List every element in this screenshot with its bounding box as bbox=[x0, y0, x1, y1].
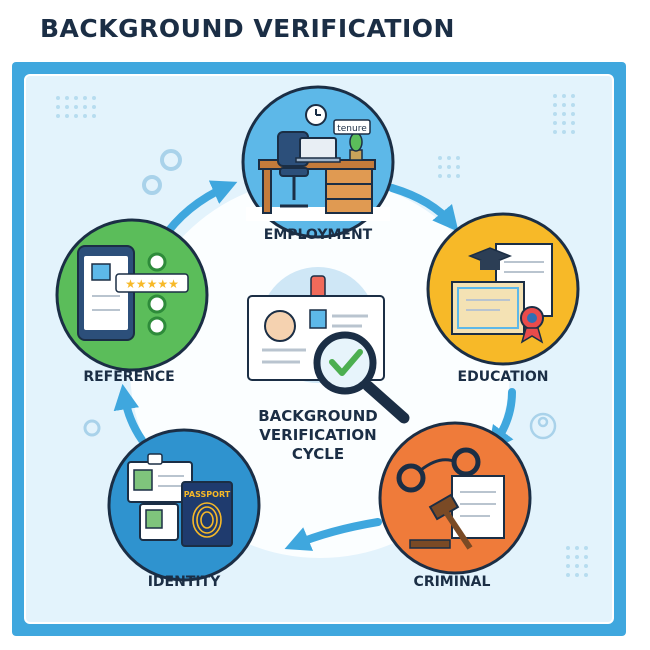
decorative-dot bbox=[553, 112, 557, 116]
criminal-label: CRIMINAL bbox=[414, 574, 491, 590]
passport-text: PASSPORT bbox=[184, 490, 231, 499]
decorative-dot bbox=[83, 114, 87, 118]
decorative-dot bbox=[566, 555, 570, 559]
phone-icon bbox=[77, 245, 135, 341]
badge-icon bbox=[529, 412, 557, 440]
decorative-dot bbox=[74, 96, 78, 100]
decorative-dot bbox=[571, 103, 575, 107]
handcuffs-icon bbox=[396, 447, 481, 493]
decorative-dot bbox=[562, 121, 566, 125]
decorative-dot bbox=[74, 114, 78, 118]
education-label: EDUCATION bbox=[458, 369, 549, 385]
stage-identity: PASSPORT IDENTITY bbox=[107, 428, 261, 590]
decorative-dot bbox=[575, 546, 579, 550]
tenure-tag-text: tenure bbox=[337, 124, 367, 134]
decorative-dot bbox=[553, 130, 557, 134]
decorative-dot bbox=[566, 546, 570, 550]
decorative-dot bbox=[562, 103, 566, 107]
decorative-dot bbox=[456, 174, 460, 178]
decorative-dot bbox=[562, 130, 566, 134]
decorative-dot bbox=[438, 156, 442, 160]
decorative-dots bbox=[56, 94, 588, 577]
decorative-dot bbox=[92, 105, 96, 109]
decorative-dot bbox=[571, 130, 575, 134]
decorative-dot bbox=[447, 174, 451, 178]
decorative-dot bbox=[65, 105, 69, 109]
decorative-dot bbox=[74, 105, 78, 109]
decorative-dot bbox=[566, 573, 570, 577]
magnifier-icon bbox=[313, 331, 410, 424]
decorative-dot bbox=[65, 96, 69, 100]
decorative-dot bbox=[92, 114, 96, 118]
checkmark-icon bbox=[147, 252, 167, 336]
graduation-cap-icon bbox=[467, 247, 513, 270]
identity-label: IDENTITY bbox=[148, 574, 221, 590]
decorative-dot bbox=[571, 121, 575, 125]
badge-clip-icon bbox=[310, 275, 326, 299]
center-title-line-2: VERIFICATION bbox=[259, 426, 376, 444]
decorative-dot bbox=[553, 121, 557, 125]
employment-label: EMPLOYMENT bbox=[264, 227, 373, 243]
laptop-icon bbox=[295, 137, 341, 163]
star-rating-icon: ★★★★★ bbox=[115, 273, 189, 293]
reference-label: REFERENCE bbox=[83, 369, 174, 385]
decorative-dot bbox=[447, 165, 451, 169]
center-title-line-3: CYCLE bbox=[292, 445, 344, 463]
decorative-dot bbox=[456, 165, 460, 169]
decorative-dot bbox=[553, 94, 557, 98]
fingerprint-icon bbox=[192, 502, 222, 538]
center-title-line-1: BACKGROUND bbox=[258, 407, 377, 425]
gavel-icon bbox=[409, 493, 473, 550]
gear-icon bbox=[83, 419, 101, 437]
desk-icon bbox=[258, 159, 376, 214]
decorative-dot bbox=[438, 165, 442, 169]
decorative-dot bbox=[575, 555, 579, 559]
svg-text:★★★★★: ★★★★★ bbox=[125, 277, 179, 291]
decorative-dot bbox=[571, 112, 575, 116]
decorative-dot bbox=[575, 573, 579, 577]
center-id-verification: BACKGROUND VERIFICATION CYCLE bbox=[247, 267, 410, 463]
passport-icon: PASSPORT bbox=[181, 481, 233, 547]
decorative-dot bbox=[83, 105, 87, 109]
id-card-icon bbox=[127, 453, 193, 541]
decorative-dot bbox=[456, 156, 460, 160]
stage-employment: tenure EMPLOYMENT bbox=[241, 85, 395, 243]
decorative-dot bbox=[562, 112, 566, 116]
decorative-dot bbox=[584, 555, 588, 559]
stage-reference: ★★★★★ REFERENCE bbox=[55, 218, 209, 385]
arrow-employment-to-education bbox=[388, 184, 459, 232]
decorative-dot bbox=[584, 546, 588, 550]
decorative-dot bbox=[575, 564, 579, 568]
stage-education: EDUCATION bbox=[426, 212, 580, 385]
decorative-dot bbox=[56, 96, 60, 100]
decorative-dot bbox=[447, 156, 451, 160]
decorative-dot bbox=[584, 573, 588, 577]
decorative-dot bbox=[92, 96, 96, 100]
arrow-identity-to-reference bbox=[113, 383, 146, 444]
award-ribbon-icon bbox=[520, 306, 544, 344]
decorative-dot bbox=[571, 94, 575, 98]
plant-icon bbox=[349, 132, 363, 161]
decorative-dot bbox=[83, 96, 87, 100]
page-title: BACKGROUND VERIFICATION bbox=[40, 14, 455, 43]
decorative-dot bbox=[584, 564, 588, 568]
clock-icon bbox=[305, 104, 327, 126]
arrow-criminal-to-identity bbox=[284, 518, 382, 551]
gear-icon bbox=[142, 149, 182, 195]
decorative-dot bbox=[56, 114, 60, 118]
decorative-dot bbox=[65, 114, 69, 118]
decorative-dot bbox=[566, 564, 570, 568]
decorative-dot bbox=[438, 174, 442, 178]
stage-criminal: CRIMINAL bbox=[378, 421, 532, 590]
decorative-dot bbox=[553, 103, 557, 107]
decorative-dot bbox=[562, 94, 566, 98]
decorative-dot bbox=[56, 105, 60, 109]
tenure-tag bbox=[333, 119, 371, 135]
